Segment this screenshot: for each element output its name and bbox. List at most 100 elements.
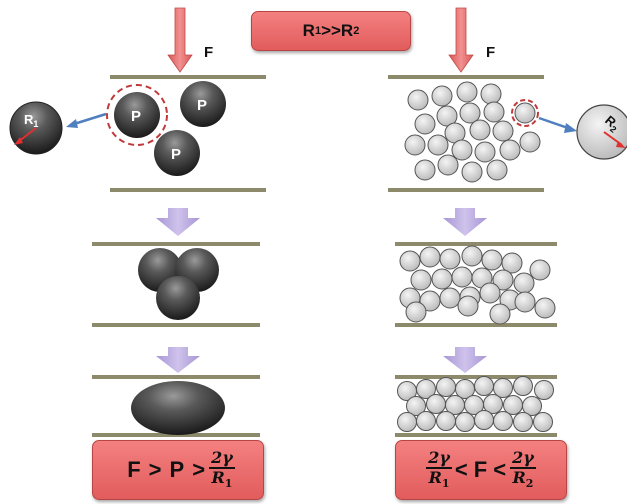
small-particle [461,161,483,183]
force-arrow-right [448,7,474,73]
small-particle [481,249,503,271]
particle-highlight-ring [106,84,168,146]
small-particle [489,303,511,325]
particle-large-2 [180,81,226,127]
small-particle [416,411,436,431]
plate-top-right-2 [395,242,557,246]
small-particle [407,89,429,111]
zoom-arrow-right [538,116,569,130]
particle-large-3 [154,130,200,176]
plate-top-left-2 [92,242,260,246]
left-equation-badge: F > P > 2γ R1 [92,440,264,500]
small-particle [414,159,436,181]
zoom-arrowhead-left [66,119,78,128]
plate-bottom-left-1 [110,188,266,192]
force-label-right: F [486,44,495,61]
small-particle [534,297,556,319]
small-particle [493,378,513,398]
plate-top-right-3 [395,375,557,379]
right-equation-badge: 2γ R1 < F < 2γ R2 [395,440,567,500]
small-particle [529,259,551,281]
small-particles-stage-1 [404,81,541,183]
right-fraction-2: 2γ R2 [510,448,536,491]
small-particle [483,101,505,123]
small-particle [436,411,456,431]
plate-top-left-3 [92,375,260,379]
small-particle [404,134,426,156]
plate-bottom-right-2 [395,323,557,327]
small-particle [405,301,427,323]
small-particle [439,248,461,270]
small-particle [522,396,542,416]
zoomed-particle-r2 [576,104,627,160]
small-particle [499,139,521,161]
small-particle [469,119,491,141]
small-particle [406,396,426,416]
small-particles-stage-2 [399,245,556,325]
small-particle [410,269,432,291]
particle-label-3: P [171,146,181,163]
small-particles-stage-3 [397,376,554,432]
small-particle [427,134,449,156]
small-particle [414,113,436,135]
small-particle [513,272,535,294]
small-particle [513,412,533,432]
small-particle [486,159,508,181]
small-particle [451,139,473,161]
small-particle [437,154,459,176]
small-particle [479,282,501,304]
radius-arrowhead-r2 [616,141,626,148]
plate-top-left-1 [110,75,266,79]
force-arrow-left [167,7,193,73]
small-particle [397,412,417,432]
plate-bottom-right-3 [395,433,557,437]
step-arrow-right-1 [443,208,487,236]
small-particle [416,379,436,399]
particle-label-1: P [131,108,141,125]
particle-label-2: P [197,97,207,114]
small-particle [474,410,494,430]
small-particle [431,268,453,290]
small-particle [513,376,533,396]
small-particle-highlight-ring [511,99,539,127]
plate-bottom-left-2 [92,323,260,327]
small-particle [492,269,514,291]
small-particle [534,380,554,400]
particle-neck-3 [156,276,200,320]
plate-bottom-right-1 [388,188,544,192]
small-particle [501,252,523,274]
step-arrow-right-2 [443,347,487,373]
radius-label-r1: R1 [24,112,38,129]
particle-coalesced [131,381,225,435]
small-particle [455,412,475,432]
small-particle [480,83,502,105]
small-particle [461,245,483,267]
left-fraction: 2γ R1 [209,448,235,491]
right-fraction-1: 2γ R1 [426,448,452,491]
step-arrow-left-1 [156,208,200,236]
small-particle [459,102,481,124]
small-particle [474,141,496,163]
small-particle [419,246,441,268]
small-particle [514,291,536,313]
small-particle [457,295,479,317]
zoom-arrow-left [73,112,107,126]
small-particle [493,411,513,431]
small-particle [519,131,541,153]
small-particle [399,250,421,272]
small-particle [514,102,536,124]
particle-large-1 [114,92,160,138]
small-particle [426,394,446,414]
small-particle [439,287,461,309]
small-particle [456,81,478,103]
plate-bottom-left-3 [92,433,260,437]
small-particle [483,394,503,414]
small-particle [451,266,473,288]
step-arrow-left-2 [156,347,200,373]
small-particle [533,412,553,432]
small-particle [492,120,514,142]
zoom-arrowhead-right [564,123,577,133]
small-particle [474,376,494,396]
